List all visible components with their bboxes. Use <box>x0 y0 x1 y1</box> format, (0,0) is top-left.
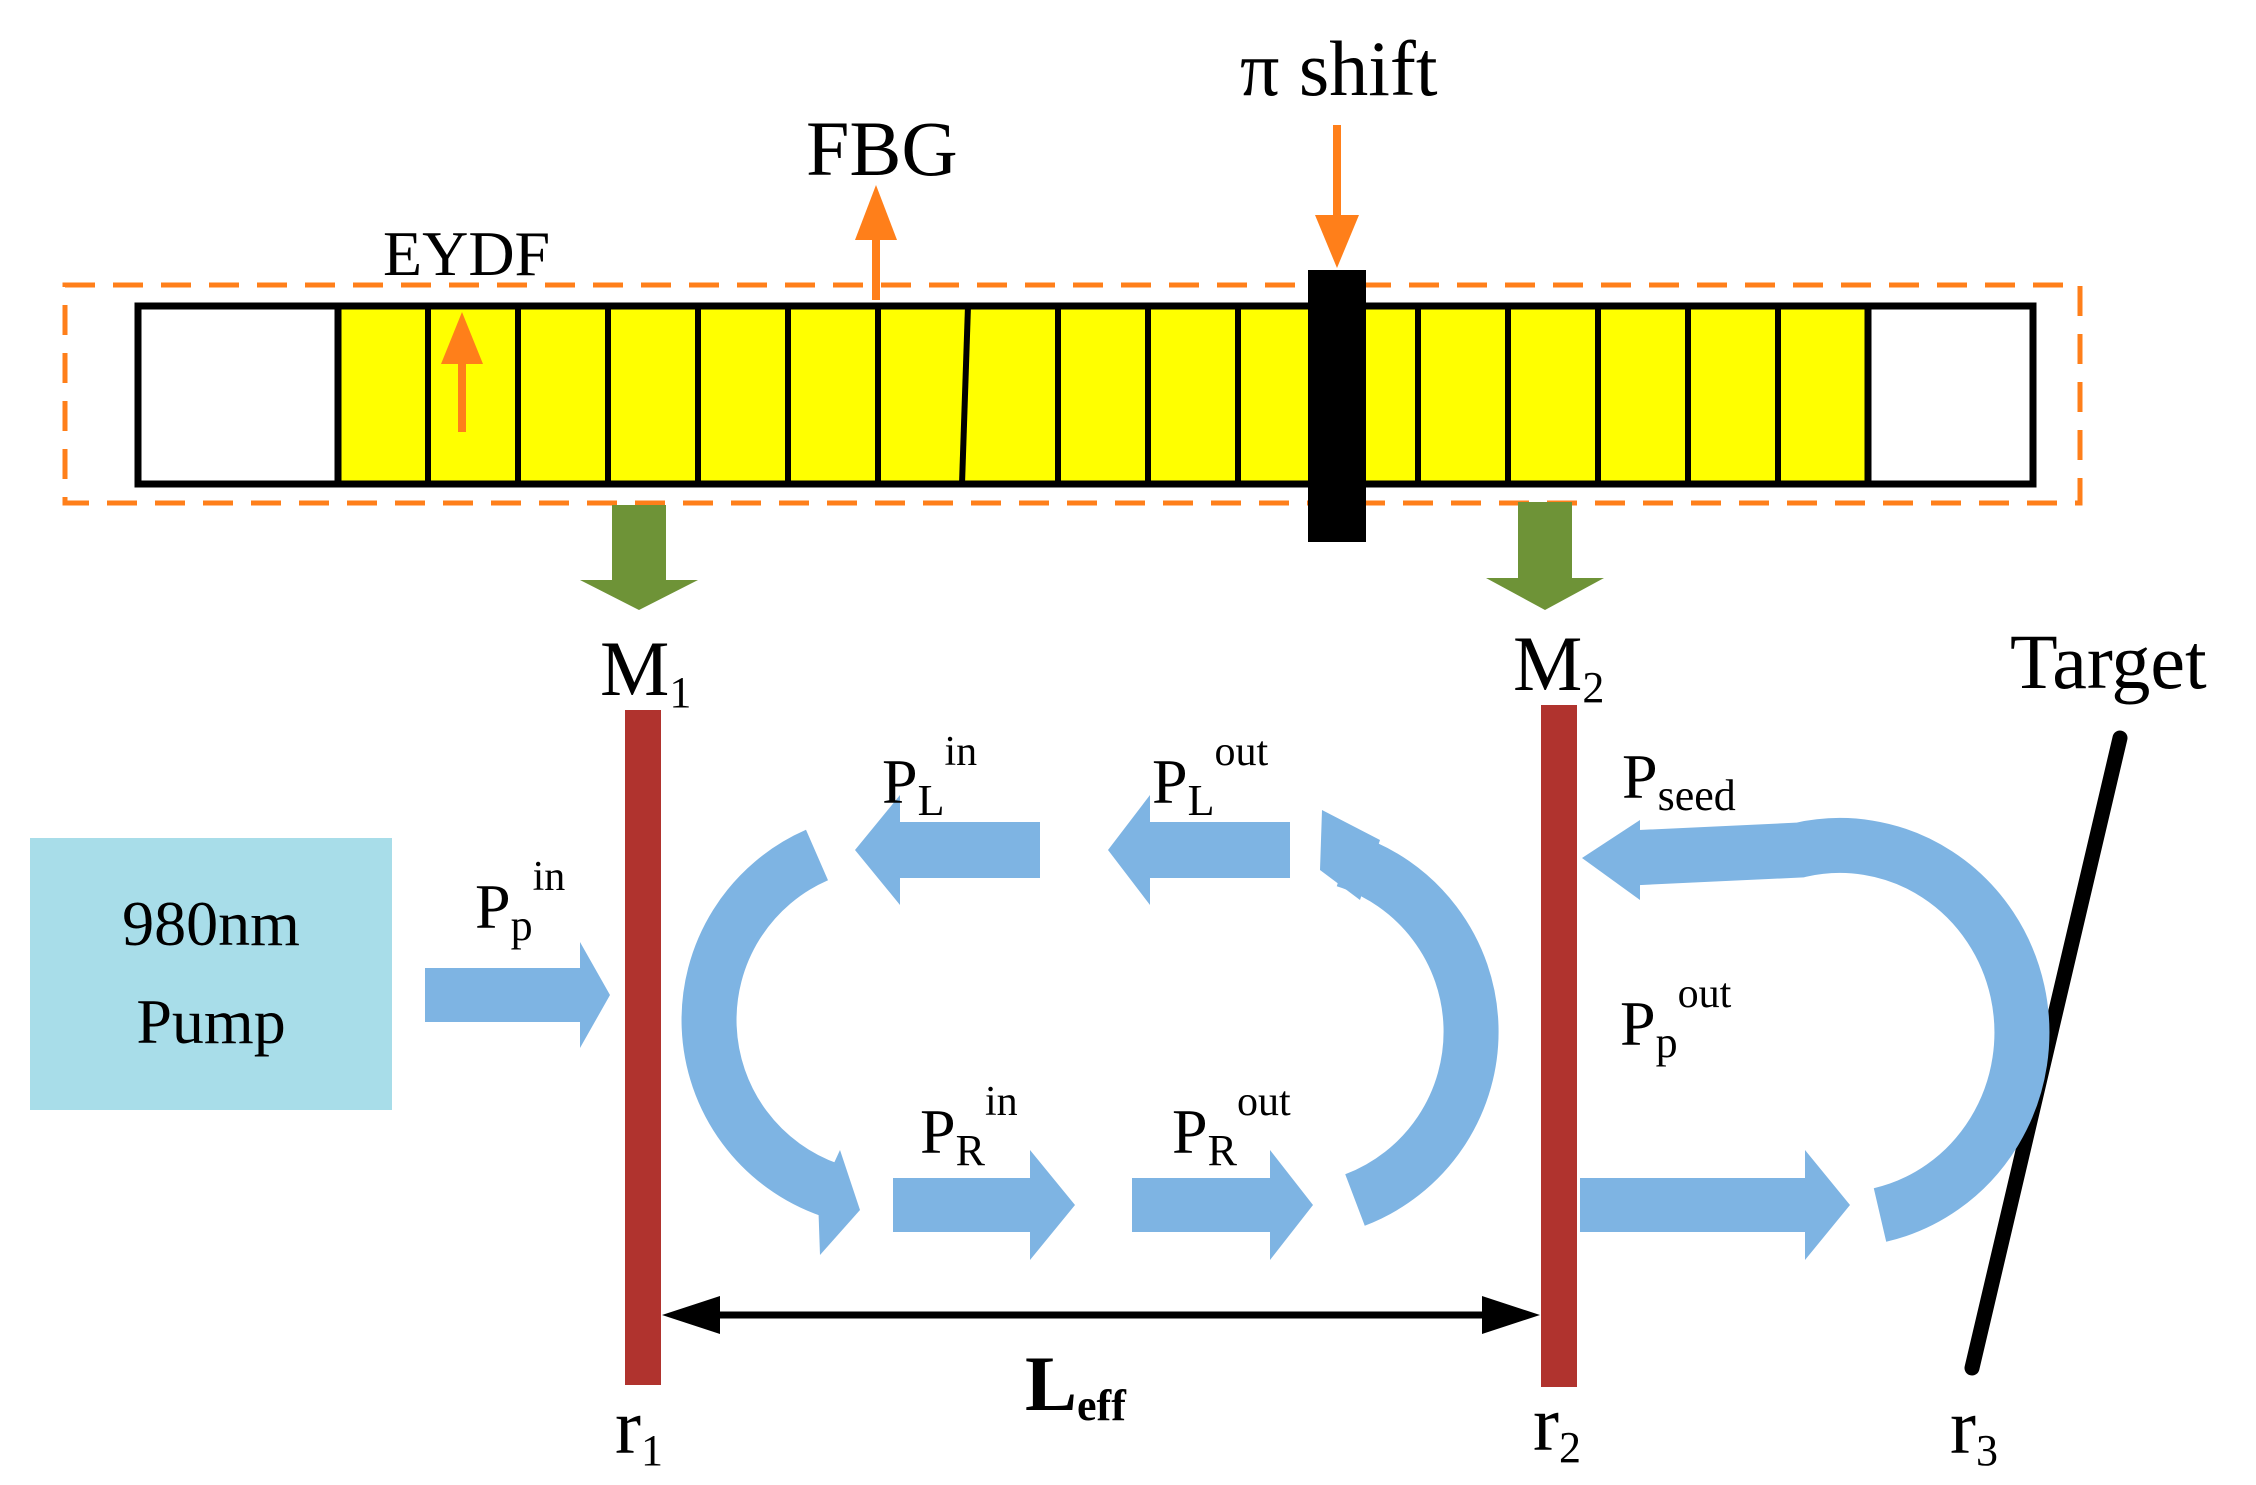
pr-out-arrow <box>1132 1150 1313 1260</box>
eydf-label: EYDF <box>383 218 550 289</box>
pi-shift-block <box>1308 270 1366 542</box>
dashed-boundary <box>62 282 2083 506</box>
pump-source: 980nm Pump <box>30 838 392 1110</box>
pp-in-label: Ppin <box>475 854 565 950</box>
pi-shift-label: π shift <box>1240 25 1438 112</box>
target-label: Target <box>2010 618 2207 705</box>
right-curve-head <box>1320 810 1380 900</box>
pump-box <box>30 838 392 1110</box>
green-arrow-m1 <box>580 505 698 610</box>
pi-shift-arrow <box>1315 125 1359 268</box>
fbg-label: FBG <box>806 105 958 192</box>
leff-label: Leff <box>1025 1340 1127 1430</box>
pl-out-label: PLout <box>1152 729 1268 825</box>
m1-label: M1 <box>600 625 691 717</box>
pp-out-label: Ppout <box>1620 971 1732 1067</box>
grating-lines <box>425 305 1781 485</box>
pump-label-line2: Pump <box>136 986 285 1057</box>
m2-label: M2 <box>1513 620 1604 712</box>
pseed-label: Pseed <box>1622 741 1736 820</box>
r2-label: r2 <box>1533 1380 1581 1472</box>
mirror-m1 <box>625 710 661 1385</box>
pr-in-label: PRin <box>920 1079 1018 1175</box>
left-curve-head <box>818 1150 860 1255</box>
seed-curved-beam <box>1628 817 2050 1242</box>
eydf-arrow <box>441 312 483 432</box>
seed-curve-head <box>1582 820 1640 900</box>
curved-beam-heads <box>818 810 1640 1255</box>
mirror-m2 <box>1541 705 1577 1387</box>
beam-arrows <box>425 795 1850 1260</box>
pl-in-arrow <box>855 795 1040 905</box>
fbg-arrow <box>855 185 897 300</box>
r1-label: r1 <box>615 1383 663 1475</box>
fiber-left-section <box>134 302 342 488</box>
fiber-right-section <box>1864 302 2037 488</box>
pump-label-line1: 980nm <box>122 888 300 959</box>
pl-out-arrow <box>1108 795 1290 905</box>
fbg-grating-region <box>334 302 1872 488</box>
green-arrow-m2 <box>1486 502 1604 610</box>
pump-input-arrow <box>425 942 610 1048</box>
pp-out-arrow <box>1580 1150 1850 1260</box>
leff-arrow <box>662 1296 1540 1334</box>
annotation-arrows <box>441 125 1359 432</box>
pl-in-label: PLin <box>882 729 977 825</box>
r3-label: r3 <box>1950 1383 1998 1475</box>
left-curved-beam <box>681 829 840 1216</box>
pr-out-label: PRout <box>1172 1079 1291 1175</box>
green-arrows <box>580 502 1604 610</box>
right-curved-beam <box>1336 833 1499 1226</box>
curved-beams <box>681 817 2050 1242</box>
pr-in-arrow <box>893 1150 1075 1260</box>
fiber-grating-strip <box>62 270 2083 542</box>
